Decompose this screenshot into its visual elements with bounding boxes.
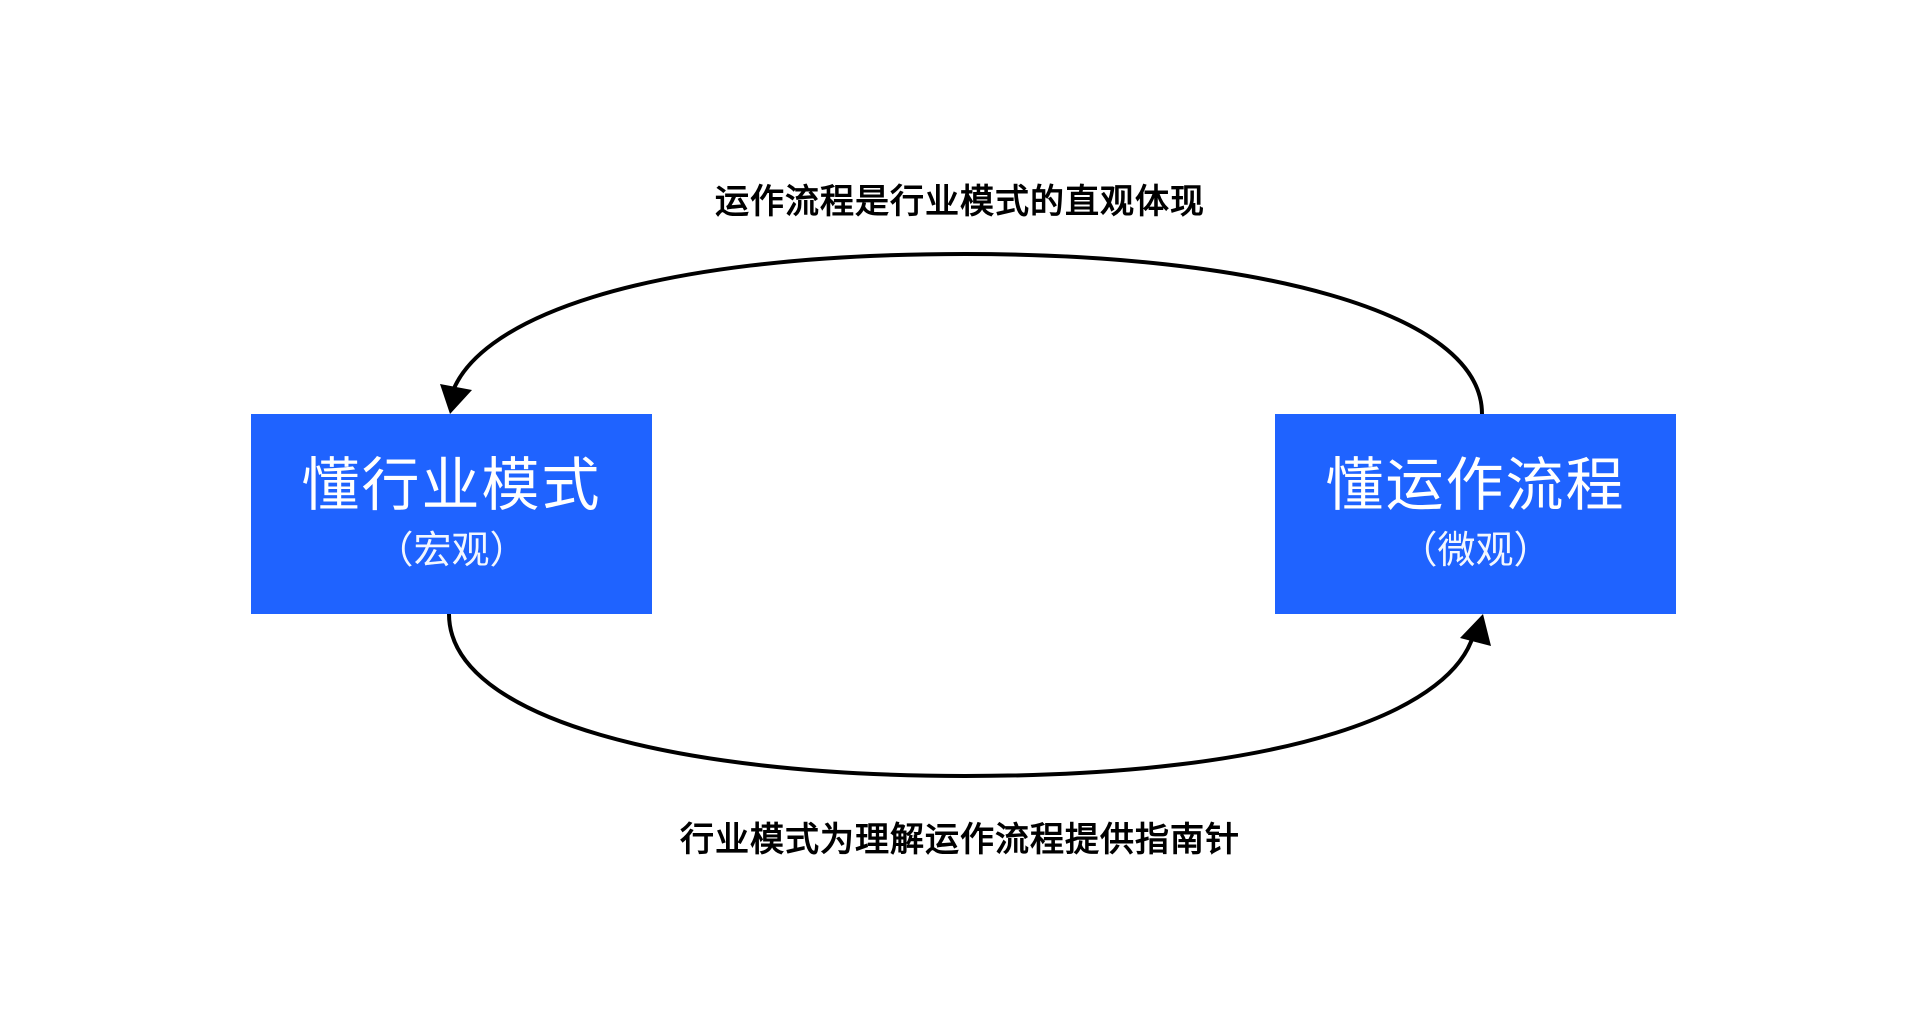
edge-label-top: 运作流程是行业模式的直观体现 xyxy=(715,182,1205,222)
node-subtitle: （微观） xyxy=(1399,528,1552,573)
node-industry-model: 懂行业模式 （宏观） xyxy=(251,414,652,614)
edge-label-bottom: 行业模式为理解运作流程提供指南针 xyxy=(680,820,1240,860)
edge-bottom-arrowhead xyxy=(1460,614,1491,646)
node-subtitle: （宏观） xyxy=(375,528,528,573)
node-operation-process: 懂运作流程 （微观） xyxy=(1275,414,1676,614)
node-title: 懂运作流程 xyxy=(1325,451,1626,520)
edge-top-arrowhead xyxy=(440,384,472,414)
edge-bottom-arc xyxy=(447,613,1477,779)
edge-top-arc xyxy=(448,251,1484,415)
node-title: 懂行业模式 xyxy=(301,451,602,520)
